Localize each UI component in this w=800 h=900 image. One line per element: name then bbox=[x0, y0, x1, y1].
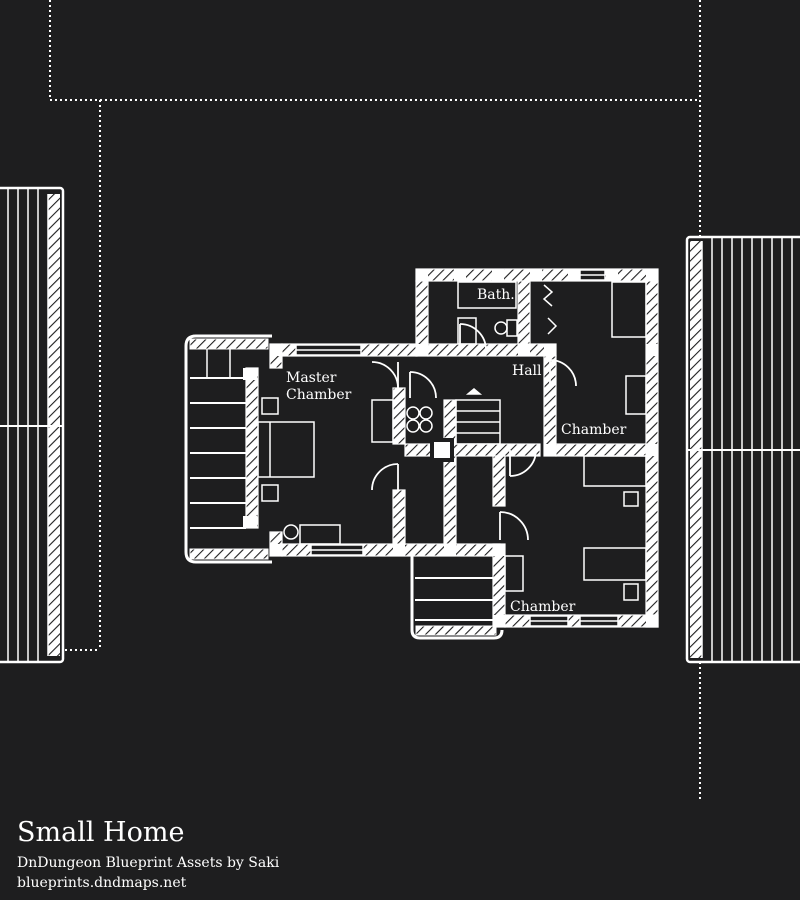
windows bbox=[295, 269, 619, 627]
furniture bbox=[257, 281, 647, 601]
room-label-chamber-east: Chamber bbox=[561, 422, 627, 438]
property-boundary bbox=[49, 0, 701, 800]
map-title-block: Small Home DnDungeon Blueprint Assets by… bbox=[17, 815, 279, 893]
map-credit: DnDungeon Blueprint Assets by Saki bbox=[17, 855, 280, 871]
west-neighbor-roof bbox=[0, 186, 65, 664]
room-label-master-line2: Chamber bbox=[286, 387, 352, 403]
south-porch bbox=[410, 556, 504, 640]
room-label-chamber-southeast: Chamber bbox=[510, 599, 576, 615]
room-label-hall: Hall bbox=[512, 363, 542, 379]
east-neighbor-roof bbox=[685, 235, 800, 664]
map-website: blueprints.dndmaps.net bbox=[17, 875, 187, 891]
doors bbox=[371, 323, 577, 541]
room-label-bath: Bath. bbox=[477, 287, 515, 303]
map-title: Small Home bbox=[17, 817, 185, 848]
room-label-master-line1: Master bbox=[286, 370, 337, 386]
wall-posts bbox=[243, 269, 658, 627]
west-porch bbox=[184, 334, 272, 564]
